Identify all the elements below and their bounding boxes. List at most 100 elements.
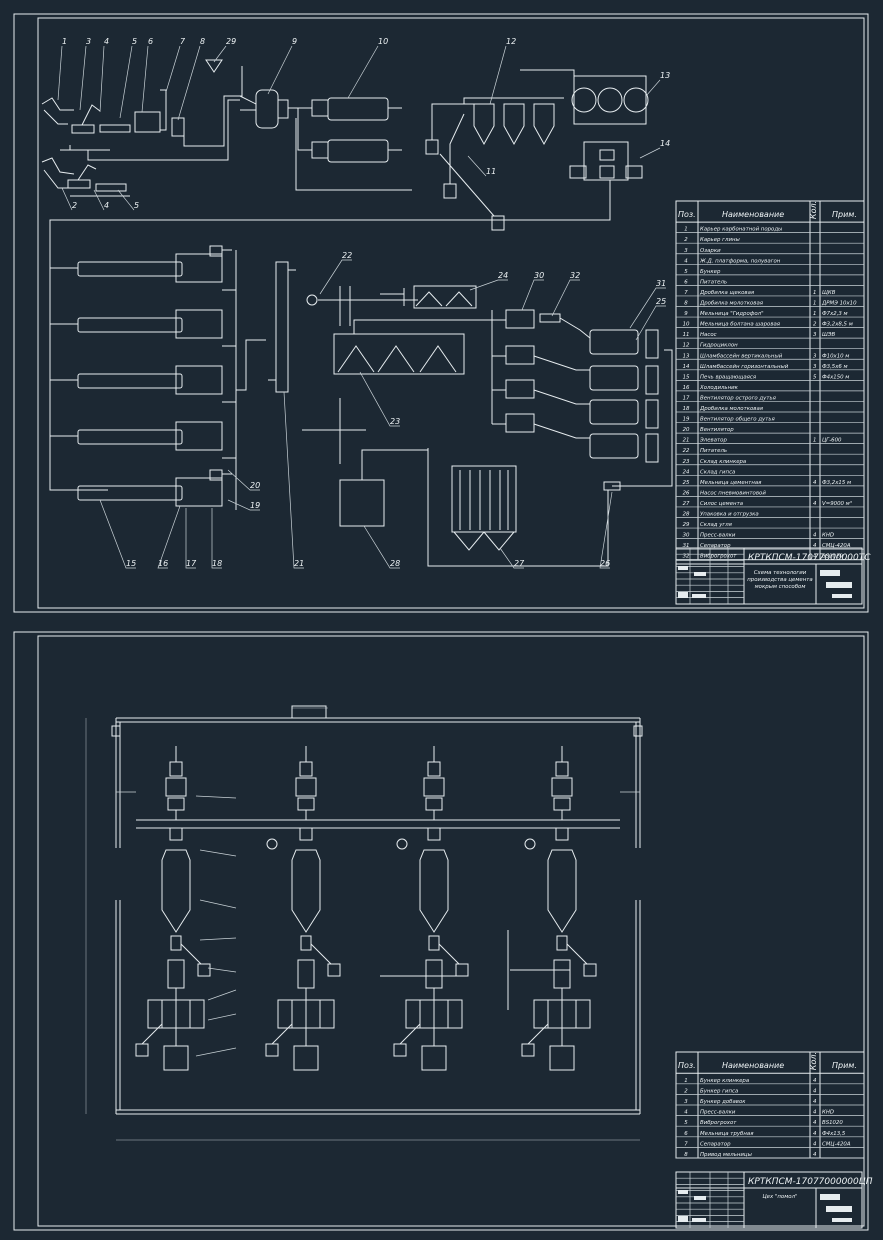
stamp-fill-block xyxy=(678,592,688,598)
chute xyxy=(310,943,332,965)
table-cell-name: Бункер клинкера xyxy=(700,1078,749,1084)
table-cell-name: Вентилятор острого дутья xyxy=(700,395,777,401)
position-label: 6 xyxy=(148,37,153,46)
table-header-name: Наименование xyxy=(722,210,784,219)
table-cell-name: Вентилятор xyxy=(700,427,734,433)
leader-line xyxy=(211,508,222,569)
table-cell-note: BS1020 xyxy=(822,554,843,560)
chute xyxy=(271,1023,293,1045)
table-header-name: Наименование xyxy=(722,1061,784,1070)
mill-drive-gearbox xyxy=(423,777,445,797)
column xyxy=(524,838,536,850)
leader-line xyxy=(165,45,181,93)
table-cell-name: Склад клинкера xyxy=(700,459,746,465)
separator xyxy=(291,849,321,933)
position-label: 28 xyxy=(390,559,400,568)
position-label: 14 xyxy=(660,139,670,148)
gypsum-hopper xyxy=(327,963,341,977)
table-cell-qty: 1 xyxy=(813,311,816,317)
position-label: 15 xyxy=(126,559,136,568)
table-cell-name: Печь вращающаяся xyxy=(700,374,757,380)
separator-inlet xyxy=(555,827,569,841)
leader-line xyxy=(157,505,181,569)
position-label: 9 xyxy=(292,37,297,46)
table-cell-qty: 1 xyxy=(813,290,816,296)
table-cell-pos: 28 xyxy=(683,512,690,518)
table-cell-pos: 9 xyxy=(684,311,688,317)
leader-line xyxy=(347,45,379,99)
position-label: 25 xyxy=(656,297,666,306)
table-cell-name: Склад угля xyxy=(700,522,733,528)
table-cell-pos: 13 xyxy=(683,353,690,359)
table-cell-note: V=9000 м³ xyxy=(822,500,852,507)
table-header-qty: Кол. xyxy=(809,1052,818,1070)
position-label: 7 xyxy=(180,37,186,46)
table-cell-name: Бункер гипса xyxy=(700,1088,738,1094)
table-cell-qty: 3 xyxy=(813,332,817,338)
sheet-1: 1345678299101213141124522243032312520191… xyxy=(13,13,871,613)
table-cell-qty: 5 xyxy=(813,374,817,380)
table-cell-pos: 4 xyxy=(684,258,688,264)
separator xyxy=(161,849,191,933)
leader-line xyxy=(185,508,196,569)
table-cell-name: Озарки xyxy=(700,248,721,254)
table-cell-note: ДРМЭ 10х10 xyxy=(821,301,857,307)
position-label: 17 xyxy=(186,559,197,568)
cement-silo xyxy=(427,448,609,567)
leader-line xyxy=(629,287,666,329)
leader-line xyxy=(551,279,580,317)
pump xyxy=(491,215,505,231)
table-header-qty: Кол. xyxy=(809,201,818,219)
quarry-clay xyxy=(41,157,130,197)
position-leader xyxy=(207,1013,237,1021)
table-cell-pos: 2 xyxy=(684,1088,688,1094)
stamp-fill-block xyxy=(678,566,688,570)
leader-line xyxy=(499,547,524,569)
stamp-col-rule xyxy=(689,548,729,604)
hydrofall-mill xyxy=(239,89,289,129)
table-cell-note: ЦГ-600 xyxy=(822,438,842,444)
position-label: 30 xyxy=(534,271,544,280)
table-cell-name: Насос xyxy=(700,332,717,338)
leader-line xyxy=(467,155,487,177)
stamp-fill-block xyxy=(692,1218,706,1222)
table-cell-note: Ф4х13,5 xyxy=(822,1131,846,1137)
screen-divider xyxy=(291,1000,321,1028)
leader-line xyxy=(599,491,613,569)
position-label: 31 xyxy=(656,279,666,288)
mill-drive-motor xyxy=(299,761,313,777)
table-cell-name: Насос пневмовинтовой xyxy=(700,490,766,496)
table-cell-name: Силос цемента xyxy=(700,501,743,507)
position-label: 23 xyxy=(390,417,400,426)
table-cell-pos: 19 xyxy=(683,417,690,423)
leader-line xyxy=(61,187,73,211)
leader-line xyxy=(57,45,63,101)
quarry-limestone xyxy=(41,97,161,151)
gypsum-hopper xyxy=(197,963,211,977)
screen-divider xyxy=(547,1000,577,1028)
table-cell-note: Ф3,2х8,5 м xyxy=(822,322,853,328)
gypsum-hopper xyxy=(455,963,469,977)
position-label: 5 xyxy=(134,201,139,210)
press-rolls xyxy=(167,959,185,989)
position-leader xyxy=(199,899,237,909)
table-cell-qty: 4 xyxy=(813,1120,817,1126)
screen-feed xyxy=(170,935,182,951)
position-label: 24 xyxy=(498,271,508,280)
gypsum-hopper xyxy=(583,963,597,977)
table-cell-name: Виброгрохот xyxy=(700,554,737,560)
coal-hopper xyxy=(205,59,223,73)
position-label: 13 xyxy=(660,71,670,80)
leader-line xyxy=(639,147,661,159)
mill-drive-coupling xyxy=(553,797,571,811)
position-label: 5 xyxy=(132,37,137,46)
separator xyxy=(547,849,577,933)
mill-drive-coupling xyxy=(167,797,185,811)
leader-line xyxy=(99,499,136,569)
column xyxy=(266,838,278,850)
position-leader xyxy=(195,1047,237,1057)
stamp-fill-block xyxy=(826,1206,852,1212)
table-cell-pos: 1 xyxy=(684,1078,687,1084)
table-cell-pos: 5 xyxy=(684,269,688,275)
